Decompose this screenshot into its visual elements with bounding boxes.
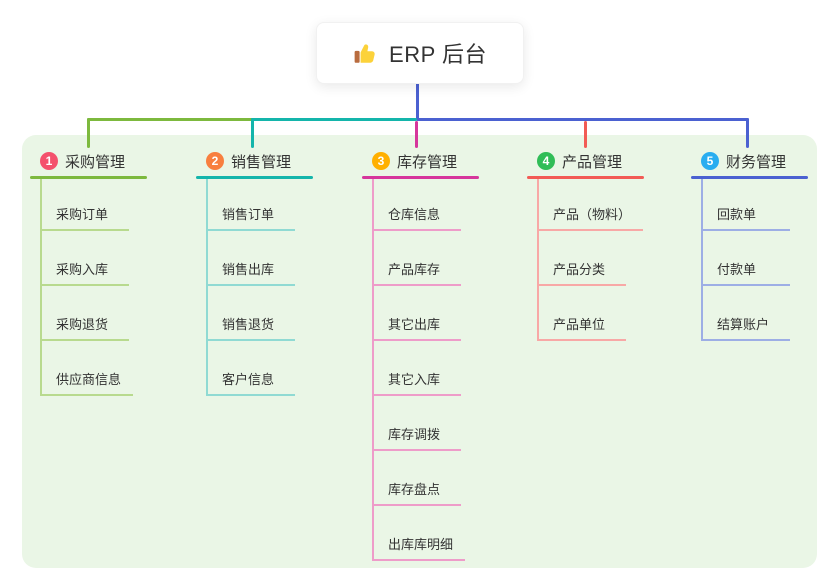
child-node[interactable]: 出库库明细 xyxy=(374,506,466,561)
child-node[interactable]: 付款单 xyxy=(703,231,790,286)
child-node[interactable]: 客户信息 xyxy=(208,341,295,396)
child-node[interactable]: 采购入库 xyxy=(42,231,129,286)
child-node-label: 其它出库 xyxy=(388,317,441,332)
branch-children: 产品（物料） 产品分类产品单位 xyxy=(537,179,644,341)
branch-4: 4 产品管理产品（物料） 产品分类产品单位 xyxy=(527,148,644,341)
branches-panel xyxy=(22,135,817,568)
child-node[interactable]: 回款单 xyxy=(703,179,790,231)
child-node-label: 付款单 xyxy=(717,262,757,277)
child-node[interactable]: 结算账户 xyxy=(703,286,790,341)
root-node-label: ERP 后台 xyxy=(389,42,487,67)
child-node-label: 库存调拨 xyxy=(388,427,441,442)
child-node-label: 出库库明细 xyxy=(388,537,454,552)
branch-title-label: 库存管理 xyxy=(397,153,458,171)
branch-underline xyxy=(691,176,808,179)
child-node[interactable]: 产品分类 xyxy=(539,231,626,286)
child-node[interactable]: 供应商信息 xyxy=(42,341,134,396)
branch-1: 1 采购管理采购订单采购入库采购退货供应商信息 xyxy=(30,148,147,396)
connector-drop-branch-1 xyxy=(87,118,90,148)
child-node-label: 供应商信息 xyxy=(56,372,122,387)
branch-number-badge: 4 xyxy=(537,152,555,170)
child-node-label: 客户信息 xyxy=(222,372,275,387)
child-node-label: 回款单 xyxy=(717,207,757,222)
branch-number-badge: 3 xyxy=(372,152,390,170)
branch-node-title[interactable]: 3 库存管理 xyxy=(362,148,479,174)
child-node-label: 产品库存 xyxy=(388,262,441,277)
connector-bus-mid xyxy=(251,118,417,121)
child-node-label: 销售出库 xyxy=(222,262,275,277)
branch-number-badge: 1 xyxy=(40,152,58,170)
child-node-label: 销售退货 xyxy=(222,317,275,332)
branch-underline xyxy=(527,176,644,179)
child-node-label: 其它入库 xyxy=(388,372,441,387)
child-node[interactable]: 库存调拨 xyxy=(374,396,461,451)
branch-children: 回款单付款单结算账户 xyxy=(701,179,790,341)
child-node[interactable]: 销售订单 xyxy=(208,179,295,231)
branch-underline xyxy=(362,176,479,179)
branch-children: 采购订单采购入库采购退货供应商信息 xyxy=(40,179,134,396)
connector-bus-right xyxy=(417,118,749,121)
branch-underline xyxy=(196,176,313,179)
connector-drop-branch-3 xyxy=(415,121,418,148)
branch-node-title[interactable]: 1 采购管理 xyxy=(30,148,147,174)
branch-number-badge: 2 xyxy=(206,152,224,170)
branch-node-title[interactable]: 2 销售管理 xyxy=(196,148,313,174)
branch-3: 3 库存管理仓库信息产品库存其它出库其它入库库存调拨库存盘点出库库明细 xyxy=(362,148,479,561)
child-node[interactable]: 产品库存 xyxy=(374,231,461,286)
child-node-label: 销售订单 xyxy=(222,207,275,222)
child-node-label: 采购退货 xyxy=(56,317,109,332)
branch-children: 仓库信息产品库存其它出库其它入库库存调拨库存盘点出库库明细 xyxy=(372,179,466,561)
child-node[interactable]: 销售退货 xyxy=(208,286,295,341)
child-node-label: 结算账户 xyxy=(717,317,770,332)
child-node[interactable]: 销售出库 xyxy=(208,231,295,286)
branch-number-badge: 5 xyxy=(701,152,719,170)
child-node-label: 库存盘点 xyxy=(388,482,441,497)
branch-underline xyxy=(30,176,147,179)
connector-drop-branch-4 xyxy=(584,121,587,148)
branch-title-label: 采购管理 xyxy=(65,153,126,171)
branch-2: 2 销售管理销售订单销售出库销售退货客户信息 xyxy=(196,148,313,396)
branch-title-label: 销售管理 xyxy=(231,153,292,171)
child-node-label: 仓库信息 xyxy=(388,207,441,222)
branch-title-label: 财务管理 xyxy=(726,153,787,171)
branch-5: 5 财务管理回款单付款单结算账户 xyxy=(691,148,808,341)
branch-node-title[interactable]: 4 产品管理 xyxy=(527,148,644,174)
child-node-label: 产品（物料） xyxy=(553,207,632,222)
connector-drop-branch-5 xyxy=(746,118,749,148)
branch-node-title[interactable]: 5 财务管理 xyxy=(691,148,808,174)
branch-children: 销售订单销售出库销售退货客户信息 xyxy=(206,179,295,396)
child-node[interactable]: 其它入库 xyxy=(374,341,461,396)
child-node[interactable]: 库存盘点 xyxy=(374,451,461,506)
connector-root-stem xyxy=(416,82,419,121)
connector-drop-branch-2 xyxy=(251,118,254,148)
connector-bus-left xyxy=(87,118,254,121)
child-node-label: 产品分类 xyxy=(553,262,606,277)
child-node[interactable]: 产品（物料） xyxy=(539,179,644,231)
child-node-label: 产品单位 xyxy=(553,317,606,332)
child-node[interactable]: 采购订单 xyxy=(42,179,129,231)
thumbs-up-icon xyxy=(353,40,379,66)
root-node[interactable]: ERP 后台 xyxy=(316,22,524,84)
child-node-label: 采购入库 xyxy=(56,262,109,277)
child-node[interactable]: 仓库信息 xyxy=(374,179,461,231)
child-node[interactable]: 产品单位 xyxy=(539,286,626,341)
child-node-label: 采购订单 xyxy=(56,207,109,222)
branch-title-label: 产品管理 xyxy=(562,153,623,171)
child-node[interactable]: 采购退货 xyxy=(42,286,129,341)
child-node[interactable]: 其它出库 xyxy=(374,286,461,341)
